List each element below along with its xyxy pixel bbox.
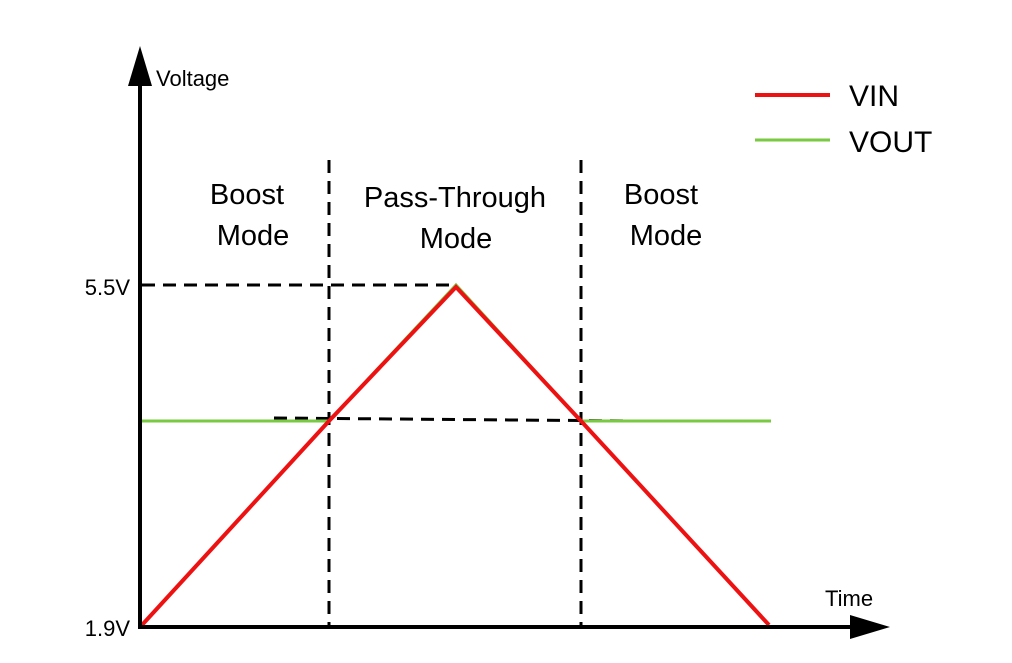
y-tick-5v5: 5.5V xyxy=(85,275,131,300)
y-axis-label: Voltage xyxy=(156,66,229,91)
region-boost-left-line2: Mode xyxy=(217,220,290,252)
region-pass-through-line1: Pass-Through xyxy=(364,182,546,214)
x-axis-arrow-icon xyxy=(850,615,890,639)
threshold-guide-line xyxy=(273,416,637,423)
vin-trace xyxy=(140,284,771,627)
legend-vout-label: VOUT xyxy=(849,126,932,159)
region-boost-right-line2: Mode xyxy=(630,220,703,252)
vout-trace xyxy=(140,282,771,423)
legend-vin-label: VIN xyxy=(849,80,899,113)
region-pass-through-line2: Mode xyxy=(420,223,493,255)
region-boost-left-line1: Boost xyxy=(210,179,284,211)
legend: VIN VOUT xyxy=(755,80,932,159)
x-axis-label: Time xyxy=(825,586,873,611)
y-axis-arrow-icon xyxy=(128,46,152,86)
region-boost-right-line1: Boost xyxy=(624,179,698,211)
y-tick-1v9: 1.9V xyxy=(85,616,131,641)
